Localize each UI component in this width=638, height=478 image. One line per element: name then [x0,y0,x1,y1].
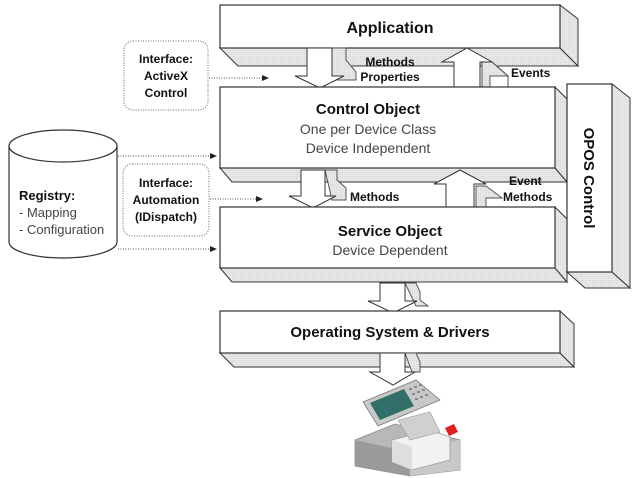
event-methods-label-1: Event [509,174,542,188]
registry-cylinder: Registry: - Mapping - Configuration [8,129,118,259]
control-object-title: Control Object [316,101,420,118]
interface-activex-box: Interface: ActiveX Control [123,40,209,111]
interface-activex-line3: Control [145,86,188,100]
arrow-os-to-device [368,352,421,386]
application-label: Application [346,20,433,37]
control-object-line2: Device Independent [306,140,431,156]
interface-activex-line1: Interface: [139,52,193,66]
interface-automation-line2: Automation [133,193,200,207]
event-methods-label-2: Methods [503,190,553,204]
opos-control-label: OPOS Control [580,128,597,229]
os-drivers-box: Operating System & Drivers [218,309,576,369]
methods-properties-label-2: Properties [360,70,420,84]
control-object-line1: One per Device Class [300,121,436,137]
arrow-service-to-os [367,282,430,314]
service-object-box: Service Object Device Dependent [218,205,569,284]
service-object-line1: Device Dependent [332,242,447,258]
methods-properties-label-1: Methods [365,55,415,69]
control-object-box: Control Object One per Device Class Devi… [218,85,569,184]
registry-item-mapping: - Mapping [19,205,77,220]
interface-automation-box: Interface: Automation (IDispatch) [122,163,210,237]
pos-terminal-icon [354,379,461,477]
os-drivers-label: Operating System & Drivers [290,324,489,341]
service-object-title: Service Object [338,223,442,240]
interface-automation-line1: Interface: [139,176,193,190]
interface-activex-line2: ActiveX [144,69,188,83]
interface-automation-line3: (IDispatch) [135,210,197,224]
opos-control-box: OPOS Control [565,82,632,290]
methods-label: Methods [350,190,400,204]
arrow-service-to-control [433,169,504,208]
arrow-control-to-app [440,47,510,88]
registry-title: Registry: [19,188,75,203]
arrow-app-to-control [294,47,357,89]
events-label: Events [511,66,551,80]
registry-item-configuration: - Configuration [19,222,104,237]
arrow-control-to-service [288,169,347,209]
